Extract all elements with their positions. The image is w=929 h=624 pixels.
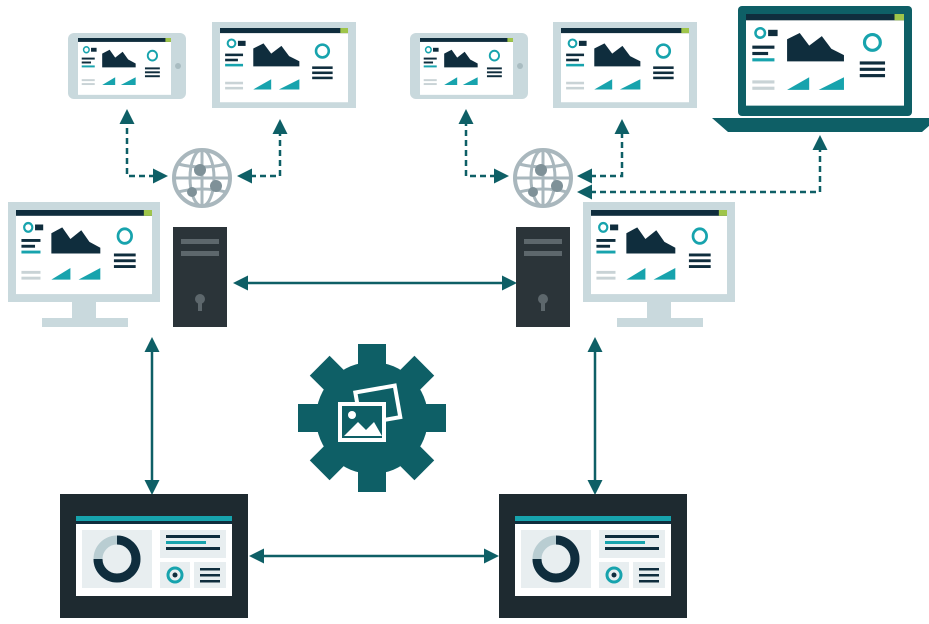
- laptop: [712, 6, 929, 132]
- edge-globe-left-tablet-left: [119, 109, 168, 184]
- globe-network-icon: [513, 148, 573, 208]
- edge-globe-right-monitor-small-right: [577, 119, 630, 184]
- gear-images-icon: [298, 344, 446, 492]
- connectors: [119, 109, 828, 564]
- edge-globe-left-monitor-small-left: [237, 119, 288, 184]
- gear-center: [298, 344, 446, 492]
- globe-left: [172, 148, 232, 208]
- tablet-left: [68, 33, 186, 99]
- server-tower-icon: [173, 227, 227, 327]
- hmi-panel-left: [60, 494, 248, 618]
- monitor-small-right: [553, 22, 697, 108]
- monitor-small-left: [212, 22, 356, 108]
- workstation-right: [516, 202, 735, 327]
- hmi-panel-right: [499, 494, 687, 618]
- globe-right: [513, 148, 573, 208]
- tablet-right: [410, 33, 528, 99]
- edge-globe-right-tablet-right: [458, 109, 509, 184]
- edge-globe-right-laptop: [577, 135, 828, 200]
- globe-network-icon: [172, 148, 232, 208]
- server-tower-icon: [516, 227, 570, 327]
- workstation-left: [8, 202, 227, 327]
